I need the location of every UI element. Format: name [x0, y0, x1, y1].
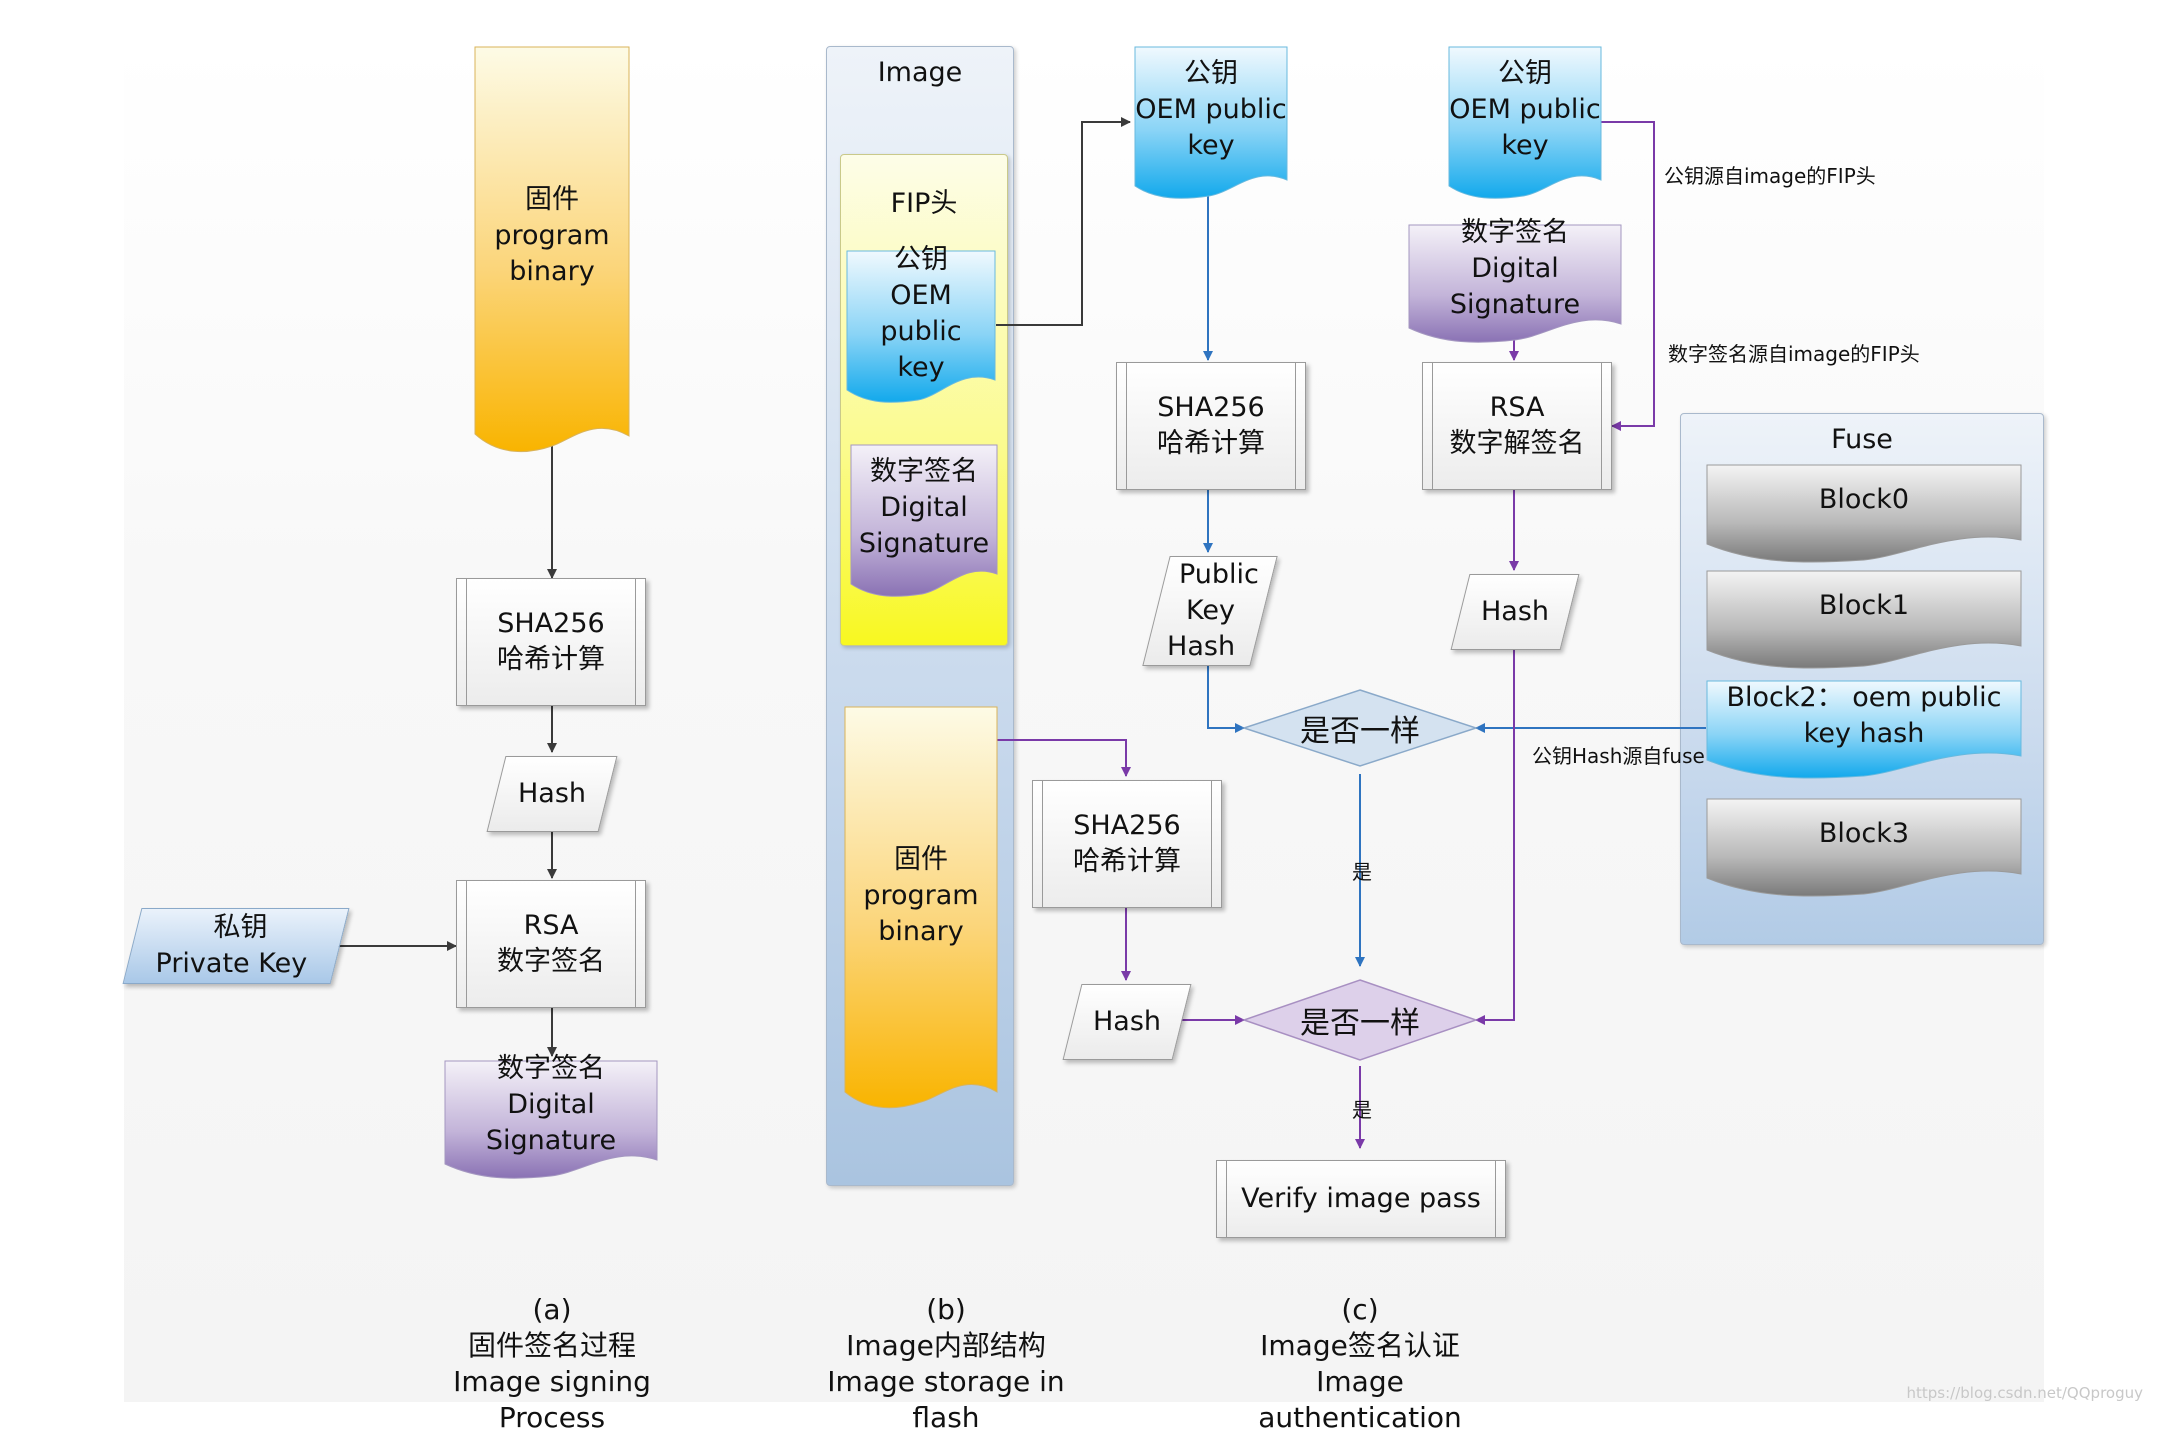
fip-signature-label-1: Digital — [880, 492, 968, 523]
fip-signature-document: 数字签名 Digital Signature — [850, 444, 998, 600]
fuse-block-2-label: Block2： oem public key hash — [1726, 682, 2002, 749]
hash-io-right: Hash — [1450, 574, 1580, 650]
firmware-label-1: program — [494, 220, 610, 251]
firmware-label-cn: 固件 — [525, 184, 579, 215]
sha256-label: SHA256 — [497, 608, 605, 639]
oem-pubkey2-label-2: key — [1501, 130, 1549, 161]
yes2-label: 是 — [1352, 1098, 1372, 1122]
fuse-block-3-label: Block3 — [1818, 818, 1910, 849]
fip-pubkey-document: 公钥 OEM public key — [846, 244, 996, 406]
signature-c-label-cn: 数字签名 — [1461, 217, 1569, 248]
hash-io-left: Hash — [1062, 984, 1192, 1060]
caption-b-cn: Image内部结构 — [846, 1329, 1046, 1362]
watermark: https://blog.csdn.net/QQproguy — [1906, 1384, 2143, 1402]
hash-io-a: Hash — [486, 756, 618, 832]
rsa-verify-label-cn: 数字解签名 — [1449, 428, 1585, 459]
private-key-io: 私钥 Private Key — [122, 908, 350, 984]
sha256-bottom-label-cn: 哈希计算 — [1073, 846, 1181, 877]
sha256-bottom-label: SHA256 — [1073, 810, 1181, 841]
private-key-label: Private Key — [155, 948, 308, 979]
sha256-process-a: SHA256 哈希计算 — [456, 578, 646, 706]
fip-header-title: FIP头 — [890, 188, 958, 219]
oem-pubkey-document: 公钥 OEM public key — [1134, 46, 1288, 202]
signature-label-cn: 数字签名 — [497, 1053, 605, 1084]
signature-c-label: Digital Signature — [1449, 253, 1581, 320]
fip-signature-label-cn: 数字签名 — [870, 456, 978, 487]
caption-a-cn: 固件签名过程 — [467, 1329, 636, 1362]
verify-pass-process: Verify image pass — [1216, 1160, 1506, 1238]
rsa-verify-process: RSA 数字解签名 — [1422, 362, 1612, 490]
sha256-top-label: SHA256 — [1157, 392, 1265, 423]
oem-pubkey-label-2: key — [1187, 130, 1235, 161]
pkhash-label-1: Public — [1179, 559, 1259, 590]
caption-c: (c) Image签名认证 Image authentication — [1210, 1292, 1510, 1436]
firmware-document-b: 固件 program binary — [844, 706, 998, 1112]
caption-a: (a) 固件签名过程 Image signing Process — [402, 1292, 702, 1436]
fip-pubkey-label-2: key — [897, 352, 945, 383]
caption-b-en: Image storage in flash — [827, 1365, 1065, 1434]
rsa-verify-label: RSA — [1489, 392, 1545, 423]
note-signature-source: 数字签名源自image的FIP头 — [1668, 342, 1920, 366]
rsa-label: RSA — [523, 910, 579, 941]
signature-document-c: 数字签名 Digital Signature — [1408, 217, 1622, 346]
oem-pubkey-label-cn: 公钥 — [1184, 58, 1238, 89]
signature-label: Digital Signature — [485, 1089, 617, 1156]
fuse-block-2: Block2： oem public key hash — [1706, 680, 2022, 780]
caption-b: (b) Image内部结构 Image storage in flash — [796, 1292, 1096, 1436]
fuse-block-3: Block3 — [1706, 798, 2022, 898]
pkhash-label-2: Key — [1185, 595, 1235, 626]
note-pubkey-source: 公钥源自image的FIP头 — [1664, 164, 1876, 188]
caption-a-tag: (a) — [532, 1293, 572, 1326]
fip-signature-label-2: Signature — [858, 528, 990, 559]
fuse-block-1: Block1 — [1706, 570, 2022, 670]
firmware-b-label-cn: 固件 — [894, 844, 948, 875]
firmware-document-a: 固件 program binary — [474, 46, 630, 456]
caption-c-en: Image authentication — [1258, 1365, 1462, 1434]
caption-c-tag: (c) — [1341, 1293, 1379, 1326]
image-panel-title: Image — [877, 57, 963, 88]
rsa-label-cn: 数字签名 — [497, 946, 605, 977]
fip-pubkey-label-cn: 公钥 — [894, 244, 948, 275]
fuse-title: Fuse — [1831, 424, 1893, 455]
oem-pubkey-document-2: 公钥 OEM public key — [1448, 46, 1602, 202]
oem-pubkey2-label-cn: 公钥 — [1498, 58, 1552, 89]
compare2-label: 是否一样 — [1300, 1006, 1420, 1041]
rsa-sign-process: RSA 数字签名 — [456, 880, 646, 1008]
sha256-top-label-cn: 哈希计算 — [1157, 428, 1265, 459]
signature-document-a: 数字签名 Digital Signature — [444, 1053, 658, 1182]
firmware-label-2: binary — [509, 256, 595, 287]
fip-pubkey-label-1: OEM public — [880, 280, 962, 347]
hash-right-label: Hash — [1480, 596, 1550, 627]
compare1-label: 是否一样 — [1300, 714, 1420, 749]
verify-label: Verify image pass — [1241, 1183, 1481, 1214]
caption-c-cn: Image签名认证 — [1260, 1329, 1460, 1362]
sha256-label-cn: 哈希计算 — [497, 644, 605, 675]
firmware-b-label-1: program — [863, 880, 979, 911]
fuse-block-0-label: Block0 — [1818, 484, 1910, 515]
oem-pubkey2-label-1: OEM public — [1449, 94, 1601, 125]
firmware-b-label-2: binary — [878, 916, 964, 947]
hash-label: Hash — [517, 778, 587, 809]
caption-b-tag: (b) — [926, 1293, 966, 1326]
note-hash-source: 公钥Hash源自fuse — [1532, 744, 1705, 768]
yes1-label: 是 — [1352, 860, 1372, 884]
private-key-label-cn: 私钥 — [213, 912, 268, 943]
sha256-process-top: SHA256 哈希计算 — [1116, 362, 1306, 490]
pkhash-label-3: Hash — [1167, 631, 1236, 662]
hash-left-label: Hash — [1092, 1006, 1162, 1037]
sha256-process-bottom: SHA256 哈希计算 — [1032, 780, 1222, 908]
fuse-block-0: Block0 — [1706, 464, 2022, 564]
oem-pubkey-label-1: OEM public — [1135, 94, 1287, 125]
fuse-block-1-label: Block1 — [1818, 590, 1910, 621]
caption-a-en: Image signing Process — [453, 1365, 651, 1434]
